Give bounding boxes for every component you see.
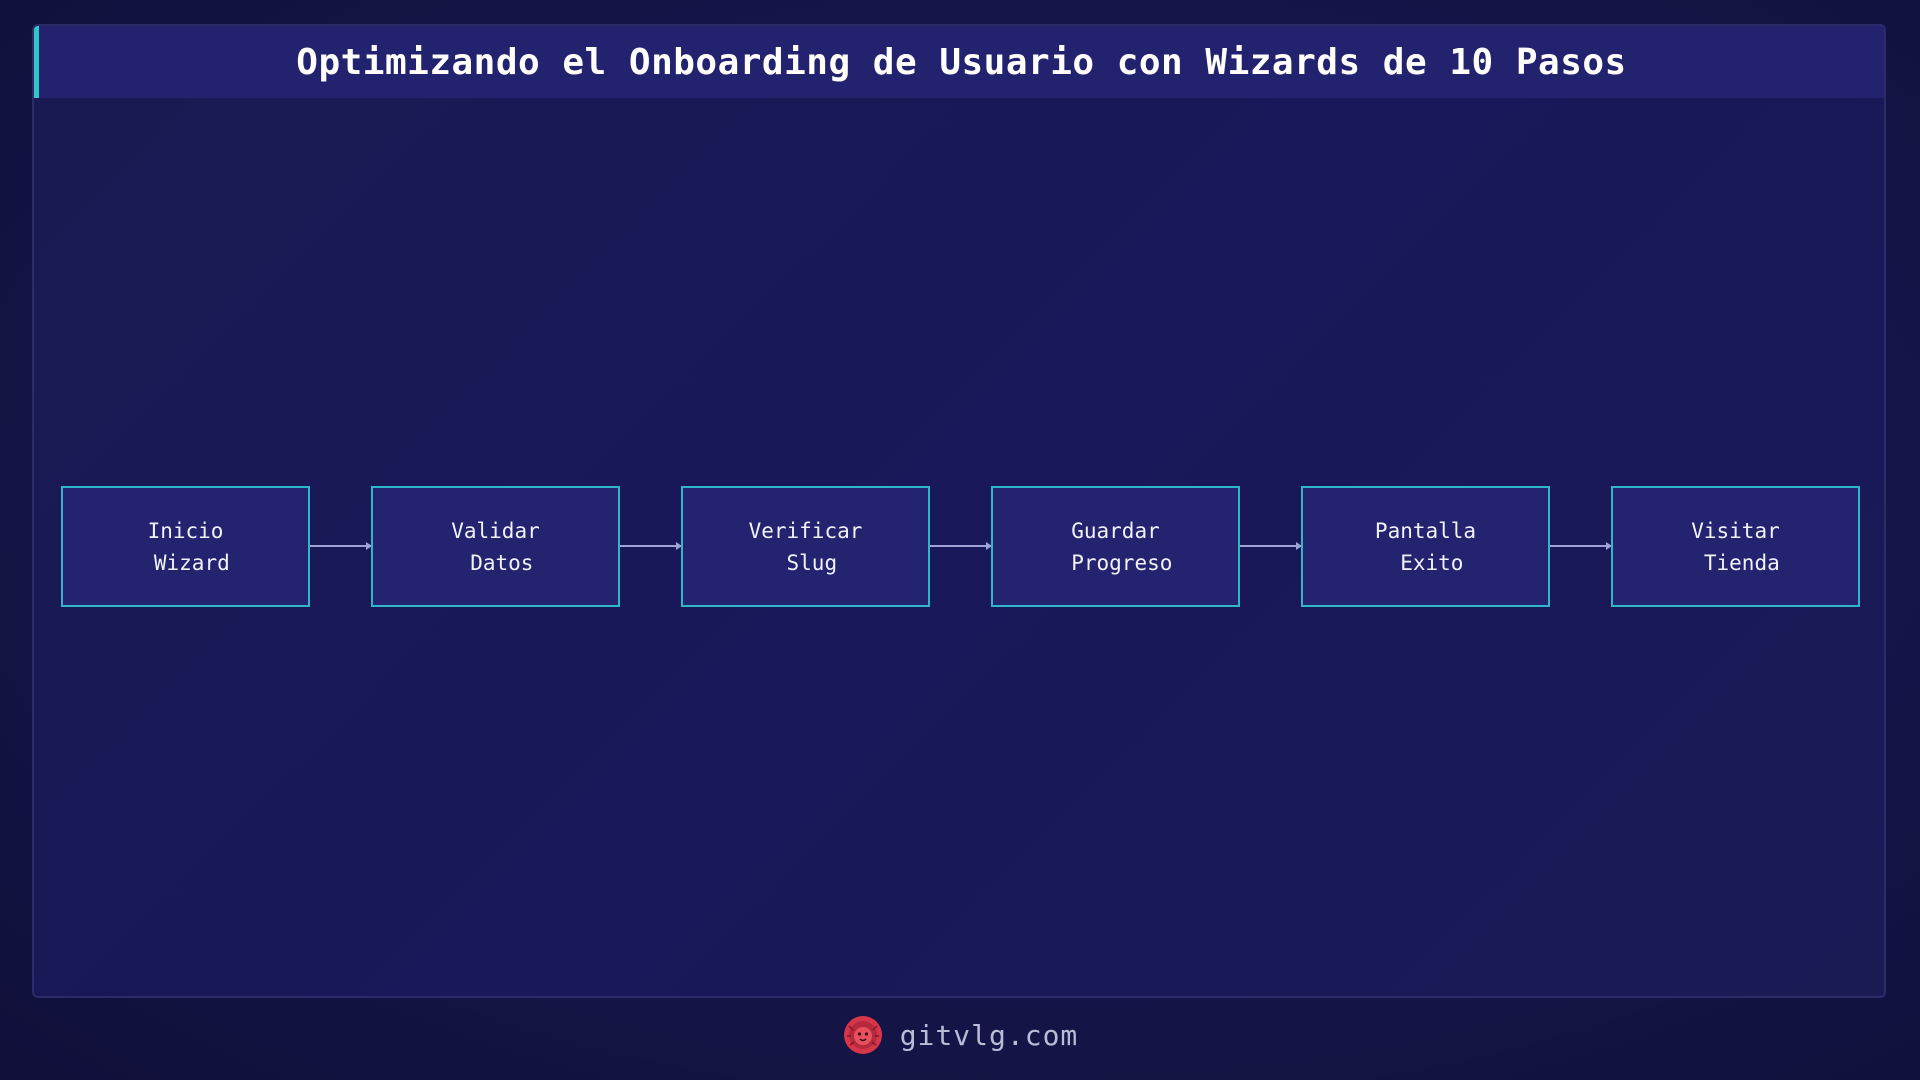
page-title: Optimizando el Onboarding de Usuario con… xyxy=(296,41,1627,83)
flow-step-guardar-progreso: Guardar Progreso xyxy=(991,486,1240,607)
flow-step-label: Guardar Progreso xyxy=(1071,518,1173,575)
flow-arrow xyxy=(1550,542,1612,550)
flow-step-pantalla-exito: Pantalla Exito xyxy=(1301,486,1550,607)
flow-arrow xyxy=(930,542,992,550)
footer-site-text[interactable]: gitvlg.com xyxy=(899,1018,1079,1052)
diagram-panel: Optimizando el Onboarding de Usuario con… xyxy=(32,24,1886,998)
flow-step-validar-datos: Validar Datos xyxy=(371,486,620,607)
flow-step-label: Pantalla Exito xyxy=(1374,518,1477,575)
flow-step-label: Validar Datos xyxy=(451,518,540,575)
flow-step-label: Visitar Tienda xyxy=(1691,518,1780,575)
flow-arrow xyxy=(310,542,372,550)
flow-step-inicio-wizard: Inicio Wizard xyxy=(61,486,310,607)
flow-diagram: Inicio Wizard Validar Datos Verificar Sl… xyxy=(34,26,1884,996)
flow-step-verificar-slug: Verificar Slug xyxy=(681,486,930,607)
flow-arrow xyxy=(620,542,682,550)
flow-step-label: Verificar Slug xyxy=(748,518,863,575)
flow-step-label: Inicio Wizard xyxy=(147,518,230,575)
flow-arrow xyxy=(1240,542,1302,550)
lion-head-icon xyxy=(842,1014,884,1056)
flow-step-visitar-tienda: Visitar Tienda xyxy=(1611,486,1860,607)
footer: gitvlg.com xyxy=(0,1010,1920,1060)
title-bar: Optimizando el Onboarding de Usuario con… xyxy=(34,26,1884,98)
